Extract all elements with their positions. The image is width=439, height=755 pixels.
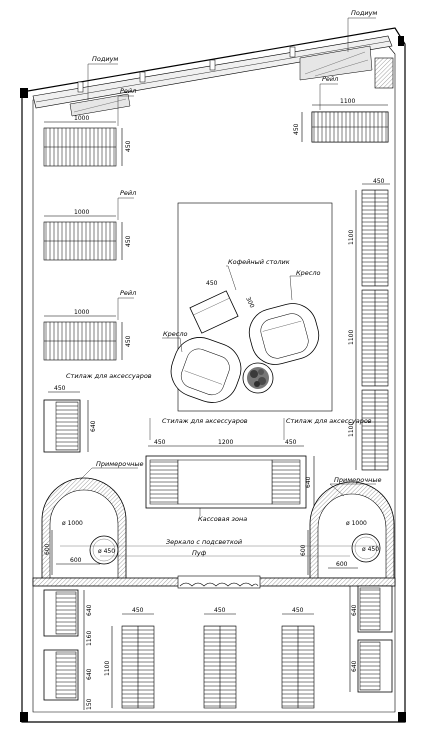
rail-left-2: 1000 450 Рейл [43,189,136,261]
dimension-text: 450 [125,235,132,247]
mirror-label: Зеркало с подсветкой [166,538,242,546]
rail-top-right: 1100 450 Рейл [293,75,389,143]
dimension-text: 640 [86,604,93,616]
bottom-left-shelves: 640 1160 640 150 [43,589,93,710]
armchair-label: Кресло [163,330,187,338]
coffee-table-label: Кофейный столик [228,258,290,266]
fitting-room-right: ø 450 ø 1000 600 600 Примерочные [300,476,395,579]
dimension-text: 300 [244,296,255,310]
dimension-text: 450 [214,607,226,614]
dimension-text: 640 [305,476,312,488]
mirror-and-pouf-annotations: Зеркало с подсветкой Пуф [60,538,380,557]
dimension-text: 640 [86,668,93,680]
rail-left-1: 1000 450 Рейл [43,87,136,167]
fitting-room-left: ø 450 ø 1000 600 600 Примерочные [41,460,143,579]
dimension-text: 450 [373,178,385,185]
dimension-text: 450 [54,385,66,392]
armchair-left: Кресло [162,330,242,403]
dimension-text: 600 [336,561,348,568]
shelf-label: Стилаж для аксессуаров [162,417,248,425]
dimension-text: 600 [300,544,307,556]
cash-zone: Стилаж для аксессуаров Стилаж для аксесс… [145,417,372,523]
bottom-rack-3: 450 [281,607,315,709]
rail-label: Рейл [120,189,136,197]
dimension-text: 1160 [86,631,93,646]
dimension-text: 450 [293,123,300,135]
dimension-text: ø 450 [98,548,115,555]
pouf-label: Пуф [192,549,207,557]
cash-zone-label: Кассовая зона [198,515,247,523]
partition-wall [32,575,396,589]
dimension-text: 450 [154,439,166,446]
dimension-text: 450 [125,140,132,152]
dimension-text: 1100 [340,98,355,105]
dimension-text: ø 450 [362,546,379,553]
dimension-text: 450 [206,280,218,287]
shelf-accessories-left: Стилаж для аксессуаров 450 640 [43,372,152,453]
bottom-right-shelves: 640 640 [349,585,393,693]
dimension-text: 640 [351,604,358,616]
plant-icon [242,362,274,394]
podium-left: Подиум [69,55,131,117]
dimension-text: 450 [132,607,144,614]
dimension-text: 600 [44,543,51,555]
shelf-label: Стилаж для аксессуаров [286,417,372,425]
rail-label: Рейл [322,75,338,83]
podium-label: Подиум [351,9,377,17]
podium-label: Подиум [92,55,118,63]
dimension-text: 450 [125,335,132,347]
dimension-text: 640 [351,660,358,672]
dimension-text: ø 1000 [62,520,83,527]
dimension-text: 1100 [348,230,355,245]
dimension-text: 150 [86,698,93,710]
bottom-rack-2: 450 [203,607,237,709]
dimension-text: 1200 [218,439,233,446]
fitting-room-label: Примерочные [96,460,143,468]
right-rack-column: 450 1100 1100 1100 [348,178,390,471]
dimension-text: 450 [292,607,304,614]
dimension-text: ø 1000 [346,520,367,527]
armchair-label: Кресло [296,269,320,277]
dimension-text: 1000 [74,209,89,216]
rail-label: Рейл [120,87,136,95]
dimension-text: 600 [70,557,82,564]
podium-top: Подиум [299,9,377,81]
shelf-label: Стилаж для аксессуаров [66,372,152,380]
bottom-rack-1: 450 1100 [104,607,155,709]
dimension-text: 1000 [74,115,89,122]
fitting-room-label: Примерочные [334,476,381,484]
coffee-table: 450 300 Кофейный столик [189,258,290,334]
rail-label: Рейл [120,289,136,297]
dimension-text: 1100 [348,330,355,345]
armchair-right: Кресло [248,269,320,365]
dimension-text: 450 [285,439,297,446]
dimension-text: 1100 [348,422,355,437]
dimension-text: 1000 [74,309,89,316]
lounge-zone [177,202,333,412]
dimension-text: 1100 [104,661,111,676]
dimension-text: 640 [90,420,97,432]
rail-left-3: 1000 450 Рейл [43,289,136,361]
